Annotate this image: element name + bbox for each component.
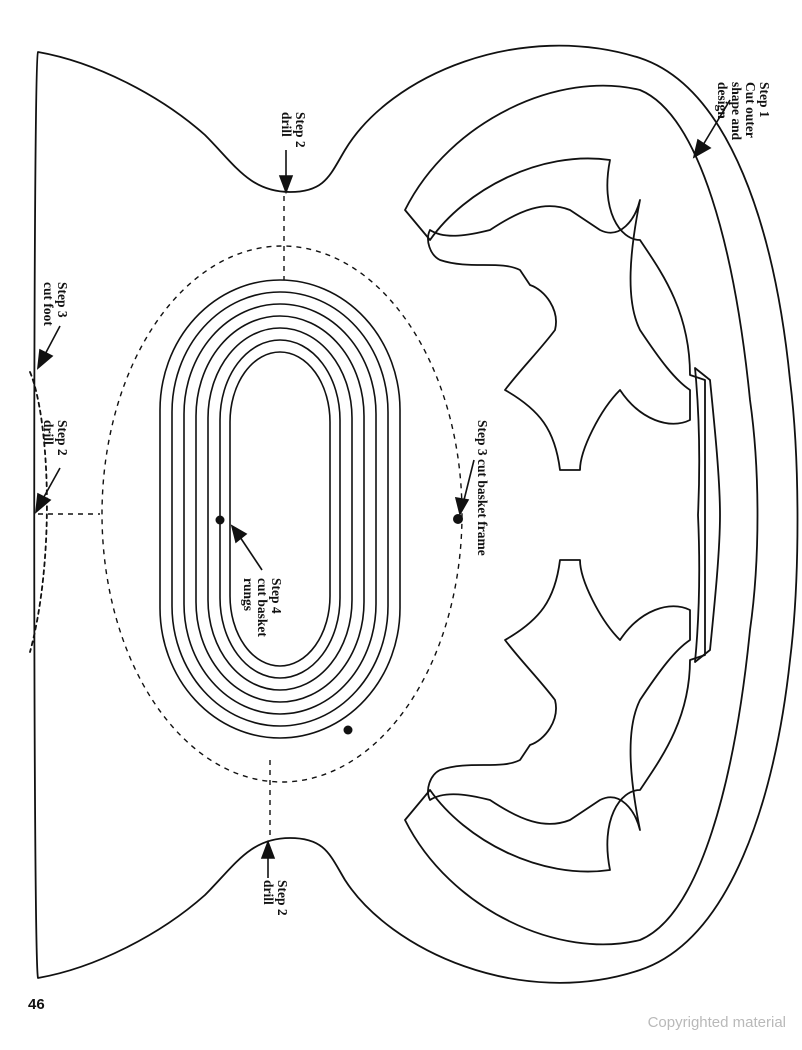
step2-bottom-label: Step 2 drill [261,880,290,919]
basket-rungs-spiral [159,279,401,739]
drill-point-frame [453,514,463,524]
step4-label: Step 4 cut basket rungs [241,578,284,640]
step1-arrow-icon [692,138,712,159]
step3-frame-arrow-icon [454,497,470,517]
figure-cutout-upper [427,199,691,471]
drill-point-step4 [215,515,225,525]
outer-shape-outline [33,44,799,984]
foot-cut-curve [29,371,48,653]
step3-foot-label: Step 3 cut foot [41,282,70,326]
copyright-watermark: Copyrighted material [647,1014,786,1031]
step4-arrow-icon [230,524,248,544]
step1-label: Step 1 Cut outer shape and design [715,82,772,144]
step2-bottom-arrow-icon [260,839,276,859]
step2-left-label: Step 2 drill [41,420,70,459]
center-panel-cutout [694,367,721,663]
page-number: 46 [28,996,45,1013]
inner-band-cutout [404,84,759,946]
figure-cutout-lower [427,559,691,831]
step2-top-arrow-icon [278,175,294,195]
drill-point-rungs-end [343,725,353,735]
step2-left-arrow-icon [34,492,52,514]
step3-frame-label: Step 3 cut basket frame [475,420,490,556]
step3-foot-arrow-icon [36,348,54,370]
basket-frame-dashed-outline [101,245,463,783]
step2-top-label: Step 2 drill [279,112,308,151]
